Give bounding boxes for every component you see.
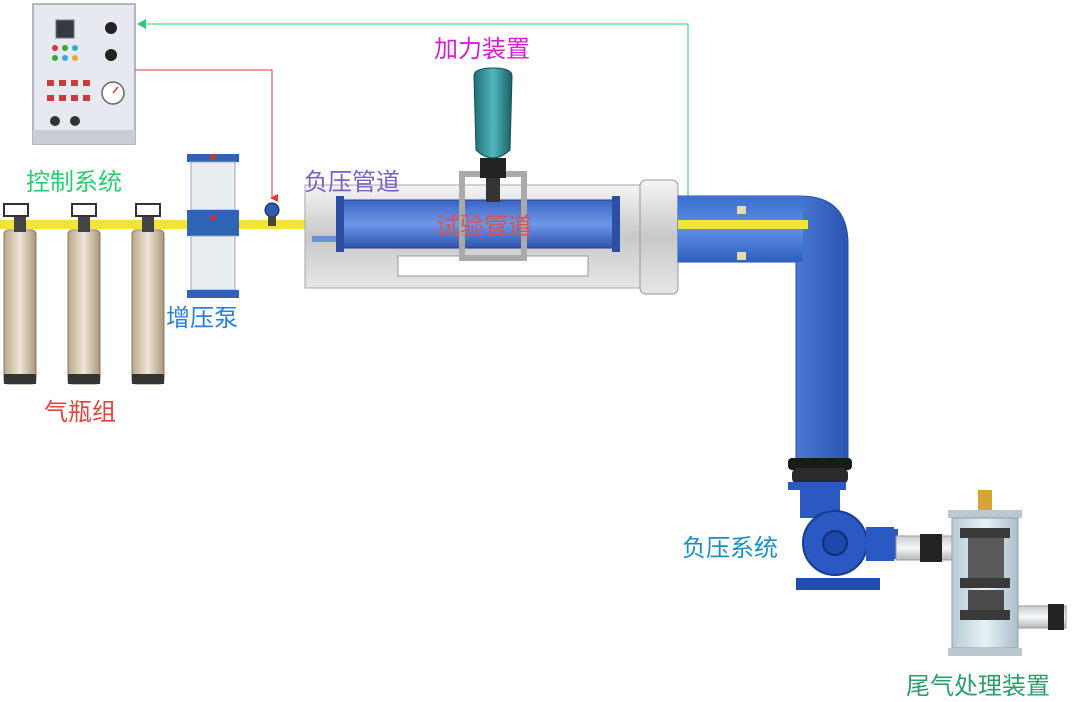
switch-icon [50,116,60,126]
knob-icon [105,49,117,61]
knob-icon [105,22,117,34]
label-gas-cylinders: 气瓶组 [44,398,116,426]
display-screen [55,19,75,39]
gas-cylinder [131,203,165,385]
booster-pump [187,154,239,298]
label-control-system: 控制系统 [26,168,122,196]
label-negative-pressure-system: 负压系统 [682,534,778,562]
label-loading-device: 加力装置 [434,35,530,63]
arrow-icon [137,19,146,29]
gas-cylinder-group [3,203,165,385]
switch-icon [70,116,80,126]
signal-lines [135,19,689,205]
gas-cylinder [67,203,101,385]
gas-line [0,220,345,229]
vacuum-pump [788,482,898,590]
gas-cylinder [3,203,37,385]
loading-device [459,67,527,261]
label-exhaust-treatment: 尾气处理装置 [906,672,1050,700]
gauge-icon [3,203,29,217]
label-booster-pump: 增压泵 [166,304,238,332]
pressure-sensor-icon [264,202,280,226]
exhaust-treatment-device [948,490,1067,656]
control-cabinet [32,3,136,145]
gauge-icon [135,203,161,217]
label-negative-pressure-pipe: 负压管道 [304,168,400,196]
chamber-end-flange [639,179,679,295]
button-grid [47,80,90,101]
vent-valve-icon [978,490,992,510]
impeller-icon [822,530,848,556]
label-test-pipe: 试验管道 [436,212,532,240]
negative-pressure-duct [677,195,852,484]
gauge-icon [71,203,97,217]
